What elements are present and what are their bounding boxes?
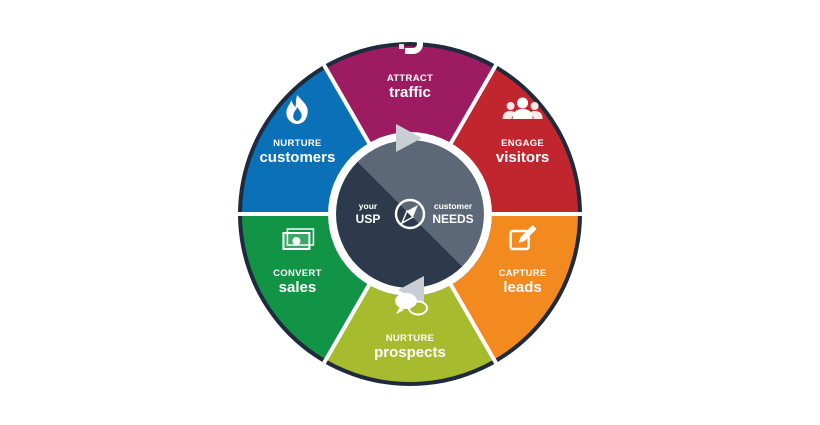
segment-engage — [451, 68, 578, 215]
segment-nurture-prospects-big-label: prospects — [374, 344, 446, 361]
money-stack-icon — [282, 228, 315, 250]
segments-layer — [242, 45, 578, 382]
segment-divider — [448, 282, 498, 364]
segment-capture — [451, 214, 578, 360]
segment-icons — [282, 34, 543, 316]
hub-left-small-label: your — [359, 201, 378, 211]
segment-convert-small-label: CONVERT — [273, 268, 322, 279]
segment-nurture-prospects-small-label: NURTURE — [386, 333, 435, 344]
segment-nurture-customers-small-label: NURTURE — [273, 138, 322, 149]
hub-right-small-label: customer — [434, 201, 473, 211]
pencil-edit-icon — [509, 225, 537, 251]
segment-divider — [448, 64, 498, 146]
segment-attract-big-label: traffic — [389, 84, 431, 101]
segment-attract — [326, 45, 494, 143]
segment-convert — [242, 214, 369, 360]
users-icon — [502, 97, 543, 119]
cycle-arrow-bottom — [398, 276, 424, 304]
segment-nurture-customers — [242, 68, 369, 215]
magnet-icon — [399, 34, 423, 54]
segment-capture-big-label: leads — [503, 279, 541, 296]
hub-right-big-label: NEEDS — [432, 212, 473, 226]
segment-capture-small-label: CAPTURE — [499, 268, 547, 279]
segment-divider — [322, 282, 372, 364]
compass-icon — [394, 198, 426, 230]
flame-icon — [286, 95, 308, 124]
segment-dividers — [238, 64, 582, 364]
hub-left-big-label: USP — [356, 212, 381, 226]
cycle-arrow-top — [396, 124, 422, 152]
segment-labels: ATTRACTtrafficENGAGEvisitorsCAPTUREleads… — [259, 73, 549, 361]
segment-engage-small-label: ENGAGE — [501, 138, 544, 149]
segment-nurture-prospects — [326, 285, 494, 382]
segment-attract-small-label: ATTRACT — [387, 73, 433, 84]
hub-right-half — [357, 140, 484, 267]
segment-nurture-customers-big-label: customers — [259, 149, 335, 166]
center-hub: your USP customer NEEDS — [328, 124, 492, 304]
hub-left-half — [336, 161, 463, 288]
chat-bubbles-icon — [395, 293, 428, 316]
segment-convert-big-label: sales — [279, 279, 317, 296]
segment-engage-big-label: visitors — [496, 149, 549, 166]
segment-divider — [322, 64, 372, 146]
